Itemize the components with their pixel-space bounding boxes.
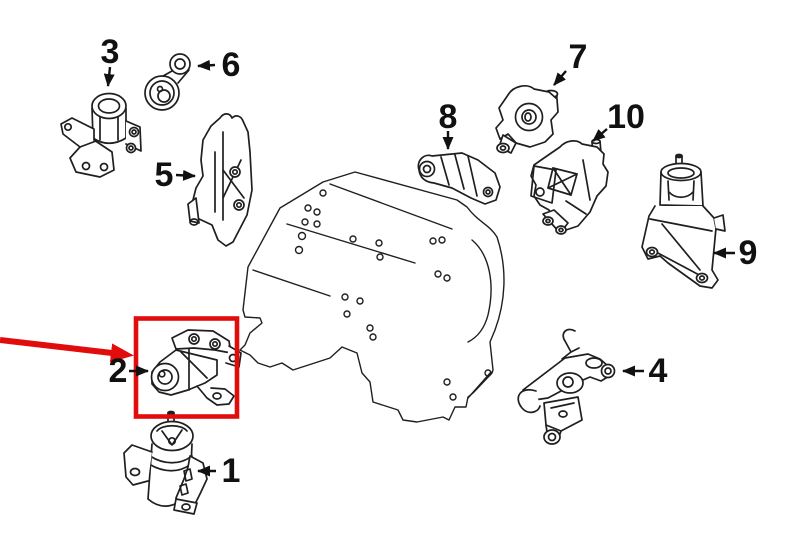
part-callout-5: 5 [155, 156, 196, 194]
part-10-arrow [592, 128, 608, 142]
highlight-arrow [0, 337, 134, 363]
part-1-drawing [123, 410, 208, 515]
part-9-label: 9 [739, 234, 758, 272]
part-callout-1: 1 [197, 452, 241, 490]
part-3-drawing [60, 92, 142, 178]
part-callout-3: 3 [101, 33, 120, 87]
engine-drawing [239, 171, 505, 423]
part-4-drawing [517, 328, 616, 445]
part-3-arrow [103, 66, 115, 87]
part-7-label: 7 [569, 38, 588, 76]
part-callout-10: 10 [592, 98, 645, 142]
part-5-label: 5 [155, 156, 174, 194]
part-2-drawing [150, 329, 242, 406]
part-callout-6: 6 [197, 46, 241, 84]
part-callout-8: 8 [439, 98, 458, 150]
part-1-label: 1 [222, 452, 241, 490]
part-9-drawing [641, 153, 726, 289]
part-callout-9: 9 [713, 234, 758, 272]
part-3-label: 3 [101, 33, 120, 71]
part-callout-4: 4 [622, 352, 668, 390]
part-7-arrow [553, 70, 567, 86]
part-callout-7: 7 [553, 38, 588, 86]
part-callout-2: 2 [109, 352, 149, 390]
part-8-label: 8 [439, 98, 458, 136]
part-6-drawing [144, 53, 191, 111]
part-10-drawing [530, 138, 609, 235]
part-8-drawing [417, 152, 501, 205]
part-4-label: 4 [649, 352, 668, 390]
part-7-drawing [495, 85, 559, 154]
part-6-label: 6 [222, 46, 241, 84]
part-5-drawing [187, 113, 253, 247]
part-5-arrow [175, 169, 196, 181]
part-2-label: 2 [109, 352, 128, 390]
part-10-label: 10 [607, 98, 645, 136]
part-6-arrow [197, 59, 216, 71]
